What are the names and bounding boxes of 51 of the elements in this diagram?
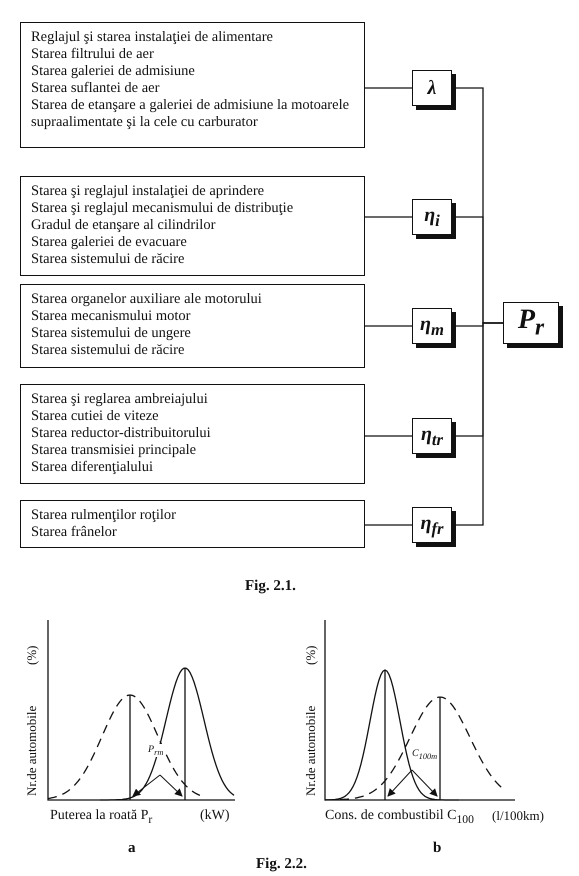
list-item: Gradul de etanşare al cilindrilor [31, 217, 216, 234]
parameter-symbol: λ [428, 76, 436, 100]
factor-list-box [20, 384, 365, 484]
axis-title: Puterea la roată P$_{r}$ [50, 808, 152, 826]
panel-label: a [128, 840, 136, 857]
parameter-symbol: P$_{r}$ [518, 304, 544, 342]
curve-annotation: P$_{rm}$ [146, 744, 166, 757]
list-item: Starea transmisiei principale [31, 442, 198, 459]
list-item: Starea mecanismului motor [31, 308, 192, 325]
list-item: Starea de etanşare a galeriei de admisiune la motoarele supraalimentate şi la cele cu carburator [31, 97, 350, 131]
list-item: Starea şi reglarea ambreiajului [31, 391, 209, 408]
parameter-symbol: η$_{fr}$ [420, 512, 444, 538]
axis-unit: (%) [303, 646, 319, 665]
list-item: Starea frânelor [31, 524, 118, 541]
list-item: Starea filtrului de aer [31, 46, 155, 63]
list-item: Starea suflantei de aer [31, 80, 160, 97]
connector-line [365, 524, 412, 526]
axis-unit: (kW) [200, 808, 230, 824]
curve-annotation: C$_{100m}$ [410, 748, 440, 761]
factor-list-box [20, 500, 365, 548]
list-item: Starea şi reglajul mecanismului de distribuţie [31, 200, 294, 217]
list-item: Starea sistemului de răcire [31, 251, 186, 268]
parameter-symbol: η$_{i}$ [424, 204, 440, 230]
factor-list-box [20, 284, 365, 368]
list-item: Starea cutiei de viteze [31, 408, 160, 425]
connector-line [365, 216, 412, 218]
list-item: Starea diferenţialului [31, 459, 154, 476]
list-item: Starea sistemului de ungere [31, 325, 192, 342]
list-item: Starea organelor auxiliare ale motorului [31, 291, 263, 308]
connector-line [365, 87, 412, 89]
connector-line [365, 325, 412, 327]
list-item: Starea galeriei de evacuare [31, 234, 188, 251]
connector-line [365, 435, 412, 437]
axis-unit: (%) [24, 646, 40, 665]
parameter-symbol: η$_{tr}$ [420, 422, 444, 450]
parameter-symbol: η$_{m}$ [420, 312, 444, 340]
factor-list-box [20, 22, 365, 148]
panel-label: b [433, 840, 442, 857]
factor-list-box [20, 176, 365, 276]
list-item: Reglajul şi starea instalaţiei de alimentare [31, 29, 274, 46]
axis-title: Cons. de combustibil C$_{100}$ [325, 808, 474, 826]
list-item: Starea rulmenţilor roţilor [31, 507, 177, 524]
list-item: Starea sistemului de răcire [31, 342, 186, 359]
list-item: Starea şi reglajul instalaţiei de aprindere [31, 183, 266, 200]
figure-caption: Fig. 2.1. [245, 578, 296, 595]
axis-title: Nr.de automobile [303, 706, 319, 796]
figure-caption: Fig. 2.2. [256, 856, 307, 873]
list-item: Starea galeriei de admisiune [31, 63, 196, 80]
axis-unit: (l/100km) [492, 808, 544, 824]
axis-title: Nr.de automobile [24, 706, 40, 796]
list-item: Starea reductor-distribuitorului [31, 425, 212, 442]
